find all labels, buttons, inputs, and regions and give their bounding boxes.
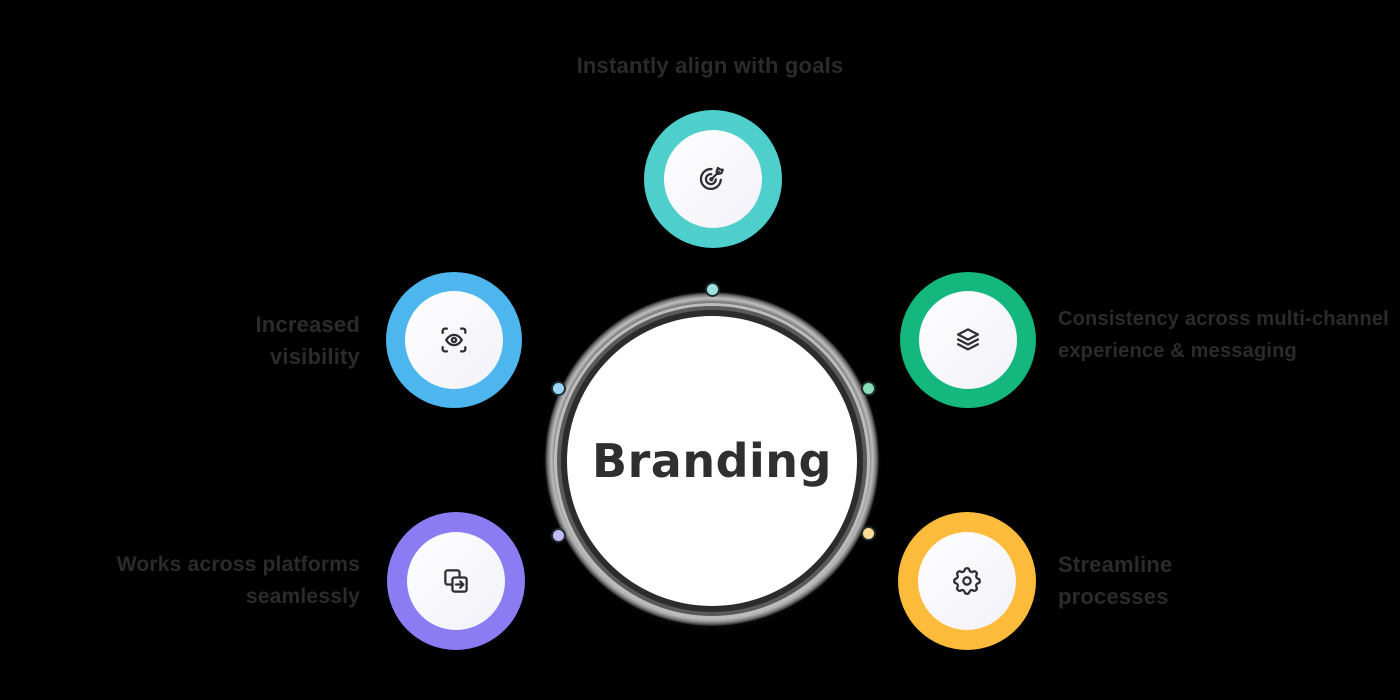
label-bottom-left: Works across platforms seamlessly [110, 549, 360, 613]
node-top-inner [664, 130, 762, 228]
label-bottom-left-line-1: Works across platforms [116, 553, 360, 576]
connector-dot-right-lower [861, 526, 876, 541]
node-left-middle [386, 272, 522, 408]
node-bottom-right-inner [918, 532, 1016, 630]
node-top [644, 110, 782, 248]
gear-icon [953, 567, 981, 595]
connector-dot-left-upper [551, 381, 566, 396]
target-arrow-icon [699, 166, 724, 190]
node-bottom-left [387, 512, 525, 650]
connector-dot-left-lower [551, 528, 566, 543]
node-left-middle-inner [405, 291, 503, 389]
hub-title: Branding [592, 434, 832, 488]
node-bottom-left-inner [407, 532, 505, 630]
label-left-middle-line-1: Increased [255, 312, 360, 337]
label-bottom-right: Streamline processes [1058, 549, 1258, 613]
label-bottom-left-line-2: seamlessly [245, 585, 360, 608]
label-right-middle: Consistency across multi-channel experie… [1058, 303, 1389, 367]
label-bottom-right-line-1: Streamline [1058, 552, 1173, 577]
node-right-middle [900, 272, 1036, 408]
label-top: Instantly align with goals [530, 50, 890, 82]
label-left-middle: Increased visibility [160, 309, 360, 373]
connector-dot-top [705, 282, 720, 297]
label-left-middle-line-2: visibility [269, 344, 360, 369]
connector-dot-right-upper [861, 381, 876, 396]
eye-scan-icon [441, 327, 467, 353]
node-bottom-right [898, 512, 1036, 650]
hub-circle: Branding [567, 316, 857, 606]
node-right-middle-inner [919, 291, 1017, 389]
layers-icon [956, 328, 980, 351]
switch-arrow-icon [444, 569, 468, 593]
label-top-line-1: Instantly align with goals [576, 53, 844, 78]
label-bottom-right-line-2: processes [1058, 584, 1169, 609]
label-right-middle-line-2: experience & messaging [1058, 340, 1297, 362]
label-right-middle-line-1: Consistency across multi-channel [1058, 308, 1389, 330]
